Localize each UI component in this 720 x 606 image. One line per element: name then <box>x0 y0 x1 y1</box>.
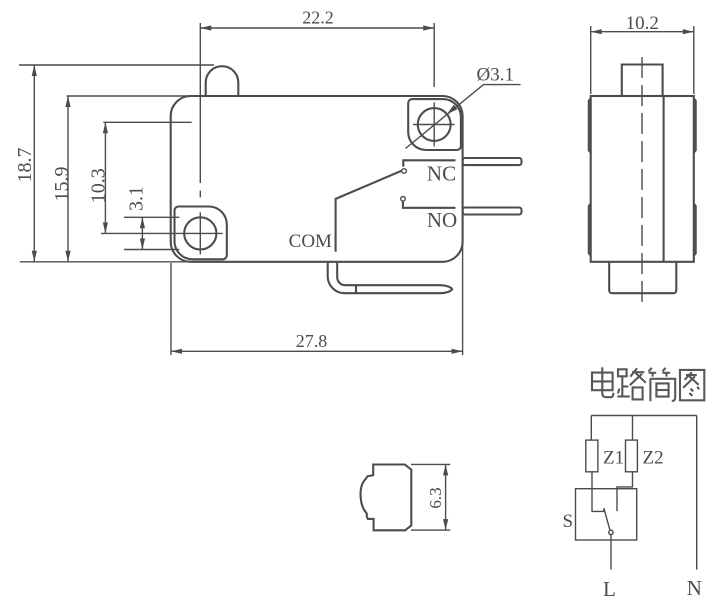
svg-text:6.3: 6.3 <box>426 487 445 508</box>
svg-text:L: L <box>603 577 616 601</box>
svg-text:NO: NO <box>427 208 457 232</box>
svg-text:COM: COM <box>289 231 332 252</box>
svg-text:N: N <box>687 576 702 600</box>
svg-text:Z1: Z1 <box>603 448 624 469</box>
svg-text:27.8: 27.8 <box>296 331 328 351</box>
svg-text:22.2: 22.2 <box>302 8 334 28</box>
svg-text:10.3: 10.3 <box>88 168 110 203</box>
svg-text:18.7: 18.7 <box>14 148 36 183</box>
svg-text:S: S <box>563 511 574 532</box>
svg-text:3.1: 3.1 <box>125 186 147 211</box>
svg-text:Z2: Z2 <box>643 448 664 469</box>
svg-text:Ø3.1: Ø3.1 <box>477 65 514 86</box>
svg-text:10.2: 10.2 <box>626 13 659 34</box>
svg-text:NC: NC <box>427 162 456 186</box>
svg-text:15.9: 15.9 <box>51 167 73 202</box>
